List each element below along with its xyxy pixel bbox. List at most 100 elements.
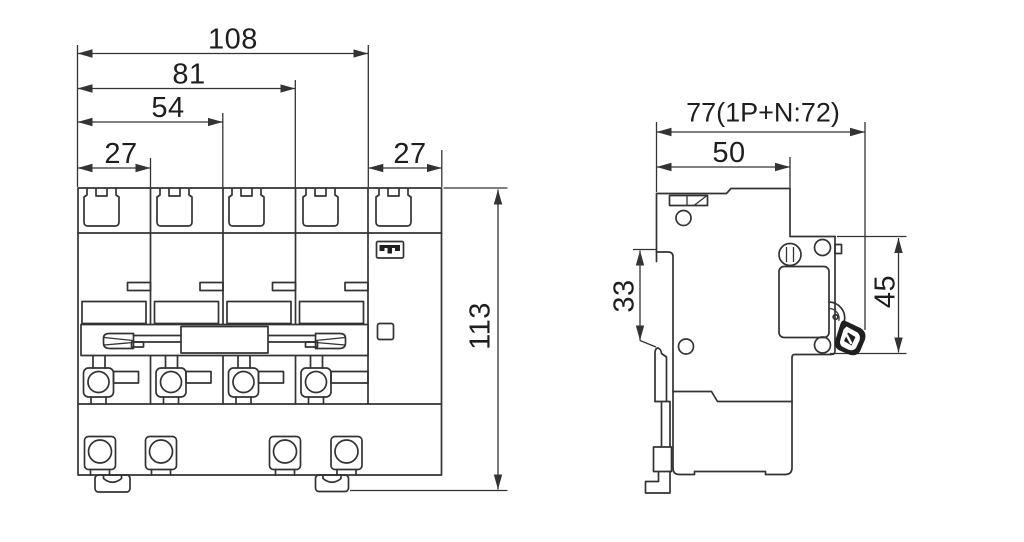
label-windows (81, 300, 365, 325)
pole-divider-lines (149, 187, 369, 405)
label-window (226, 300, 292, 325)
adjustment-screw (778, 242, 802, 267)
handle-assembly (80, 323, 369, 357)
test-mark-frame (375, 240, 405, 259)
side-front-upper-face (789, 187, 836, 238)
toggle-knob-slot (845, 334, 853, 345)
extension-line (633, 248, 657, 348)
din-clip-notch (322, 475, 342, 484)
side-front-bulge (784, 235, 836, 476)
test-mark-block (395, 245, 400, 251)
handle-toggle (180, 325, 269, 354)
dimension-depth-total: 77(1P+N:72) (655, 98, 866, 330)
spring-clip-hook (644, 470, 671, 494)
screw-head (232, 370, 255, 394)
extension-line (76, 45, 369, 187)
dimension-width-three-modules: 81 (77, 59, 296, 187)
side-top-edge (655, 187, 791, 195)
top-terminal (375, 188, 412, 227)
dim-label-81: 81 (172, 59, 205, 91)
dimension-front-face-height: 45 (830, 235, 907, 355)
divider-tab (344, 281, 369, 292)
side-view (644, 187, 846, 494)
dimension-depth-body: 50 (656, 137, 791, 188)
dim-label-27-left: 27 (104, 138, 137, 170)
terminal-stem (92, 354, 106, 369)
terminal-stem (307, 396, 325, 405)
screw-head (87, 370, 110, 394)
wire-clamp-lines (686, 194, 708, 207)
busbar-connector (330, 370, 369, 384)
handle-linkage-right-end (314, 332, 347, 350)
din-clip-notch (102, 475, 123, 484)
screw-head (148, 439, 174, 464)
screw-head (334, 439, 359, 464)
terminal-stem (150, 468, 172, 476)
busbar-connector (185, 370, 212, 384)
toggle-lever (834, 320, 866, 356)
dim-label-27-right: 27 (393, 138, 426, 170)
screw-frame (144, 435, 178, 471)
test-mark-block (379, 245, 385, 251)
dimension-width-total: 108 (76, 24, 369, 187)
rivet-hole (677, 338, 695, 355)
side-bottom-edge (672, 467, 786, 476)
terminal-stem (89, 468, 111, 476)
din-spring-clip (644, 347, 673, 494)
terminal-stem (235, 396, 252, 405)
screw-head (272, 439, 298, 464)
bottom-screw-terminals (83, 435, 363, 476)
extension-line (830, 235, 907, 355)
screw-head (304, 370, 328, 394)
divider-tabs (126, 281, 369, 292)
housing-seam-line (672, 390, 793, 403)
panel-hole (813, 238, 832, 257)
busbar-connector (257, 370, 285, 384)
terminal-stem (162, 396, 180, 405)
dim-label-77: 77(1P+N:72) (686, 98, 840, 128)
din-clip (94, 474, 131, 493)
front-body-outline (77, 187, 443, 476)
test-mark-icon (375, 240, 405, 259)
terminal-stem (90, 396, 107, 405)
screw-head (87, 439, 113, 464)
linkage-clip (130, 341, 145, 348)
spring-clip-bar (654, 400, 671, 448)
extension-line (655, 122, 866, 330)
test-mark-stem (387, 245, 392, 254)
top-terminal (228, 188, 265, 227)
toggle-pivot (832, 313, 839, 321)
handle-linkage-left-end (102, 332, 135, 350)
screw-frame (83, 435, 117, 471)
dimension-width-one-module: 27 (77, 138, 152, 187)
screw-frame (268, 435, 302, 471)
spring-clip-blade (654, 347, 668, 403)
terminal-stem (309, 354, 324, 369)
nameplate-window (778, 265, 830, 339)
rivet-hole (675, 209, 692, 227)
toggle-arc (828, 301, 846, 322)
label-window (153, 300, 220, 325)
linkage-clip (304, 341, 319, 348)
toggle-arc-inner (828, 307, 840, 321)
spring-clip-foot (652, 446, 673, 473)
top-terminal (156, 188, 193, 227)
din-claw (655, 251, 674, 469)
din-clips (94, 474, 350, 493)
label-window (298, 300, 365, 325)
dimension-width-two-modules: 54 (77, 92, 224, 187)
dimension-height-total: 113 (350, 187, 508, 492)
dim-label-113: 113 (465, 302, 497, 350)
busbar-connector (112, 370, 140, 384)
dimension-din-clip-span: 33 (609, 248, 657, 348)
top-terminal (83, 188, 120, 227)
wire-clamp-window (668, 194, 709, 207)
dimensions: 108 81 54 27 27 113 (76, 24, 907, 492)
top-terminals (83, 188, 412, 227)
din-clip (314, 474, 350, 493)
dim-label-50: 50 (712, 137, 745, 169)
top-terminal (302, 188, 339, 227)
terminal-stem (336, 468, 357, 476)
terminal-stem (237, 354, 251, 369)
